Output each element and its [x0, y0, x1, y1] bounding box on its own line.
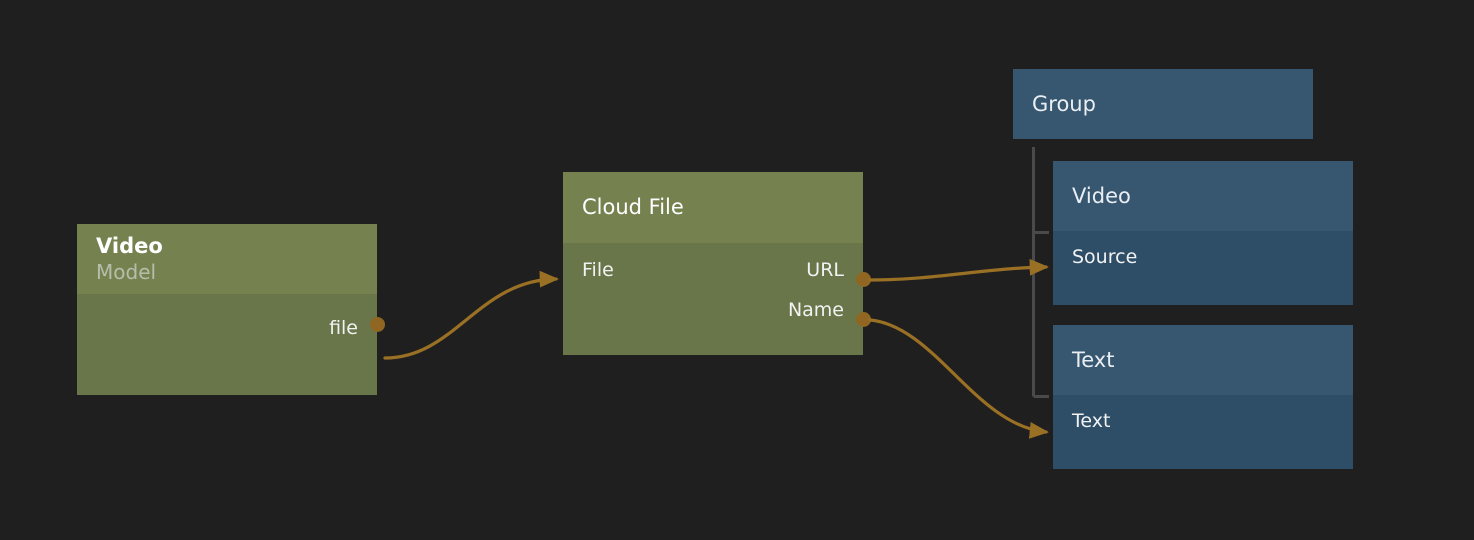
link-file-to-file — [383, 270, 559, 360]
port-dot-cloud-file-name[interactable] — [855, 311, 871, 327]
node-title: Group — [1032, 91, 1096, 116]
port-label-source: Source — [1072, 246, 1138, 268]
port-dot-cloud-file-url[interactable] — [855, 271, 871, 287]
node-text-scene-header: Text — [1053, 325, 1353, 395]
node-video-model-body: file — [77, 294, 377, 395]
node-video-scene-body: Source — [1053, 231, 1353, 305]
node-cloud-file-body: File URL Name — [563, 243, 863, 355]
node-title: Text — [1072, 347, 1115, 372]
link-url-to-source — [868, 258, 1049, 282]
port-row-in-source[interactable]: Source — [1053, 237, 1353, 277]
node-video-scene[interactable]: Video Source — [1053, 161, 1353, 305]
node-title: Video — [1072, 183, 1131, 208]
node-video-model[interactable]: Video Model file — [77, 224, 385, 395]
port-label-url: URL — [806, 259, 844, 281]
port-row-in-text[interactable]: Text — [1053, 401, 1353, 441]
node-cloud-file-header: Cloud File — [563, 172, 863, 243]
link-name-to-text — [868, 318, 1049, 439]
port-label-name: Name — [787, 299, 844, 321]
node-video-model-header: Video Model — [77, 224, 377, 294]
node-subtitle: Model — [96, 260, 157, 284]
node-group-header: Group — [1013, 69, 1313, 139]
node-cloud-file[interactable]: Cloud File File URL Name — [563, 172, 871, 355]
node-text-scene[interactable]: Text Text — [1053, 325, 1353, 469]
port-label-file: File — [582, 259, 614, 281]
port-label-text: Text — [1072, 410, 1111, 432]
node-text-scene-body: Text — [1053, 395, 1353, 469]
port-row-out-name[interactable]: Name — [563, 290, 863, 330]
node-group[interactable]: Group — [1013, 69, 1313, 139]
port-row-out-url[interactable]: URL — [563, 250, 863, 290]
port-dot-video-model-file[interactable] — [369, 316, 385, 332]
port-row-in-file[interactable]: File — [563, 250, 863, 290]
node-title: Cloud File — [582, 195, 684, 219]
port-row-out-file[interactable]: file — [77, 308, 377, 348]
node-title: Video — [96, 234, 163, 258]
port-label-file: file — [329, 317, 358, 339]
node-video-scene-header: Video — [1053, 161, 1353, 231]
